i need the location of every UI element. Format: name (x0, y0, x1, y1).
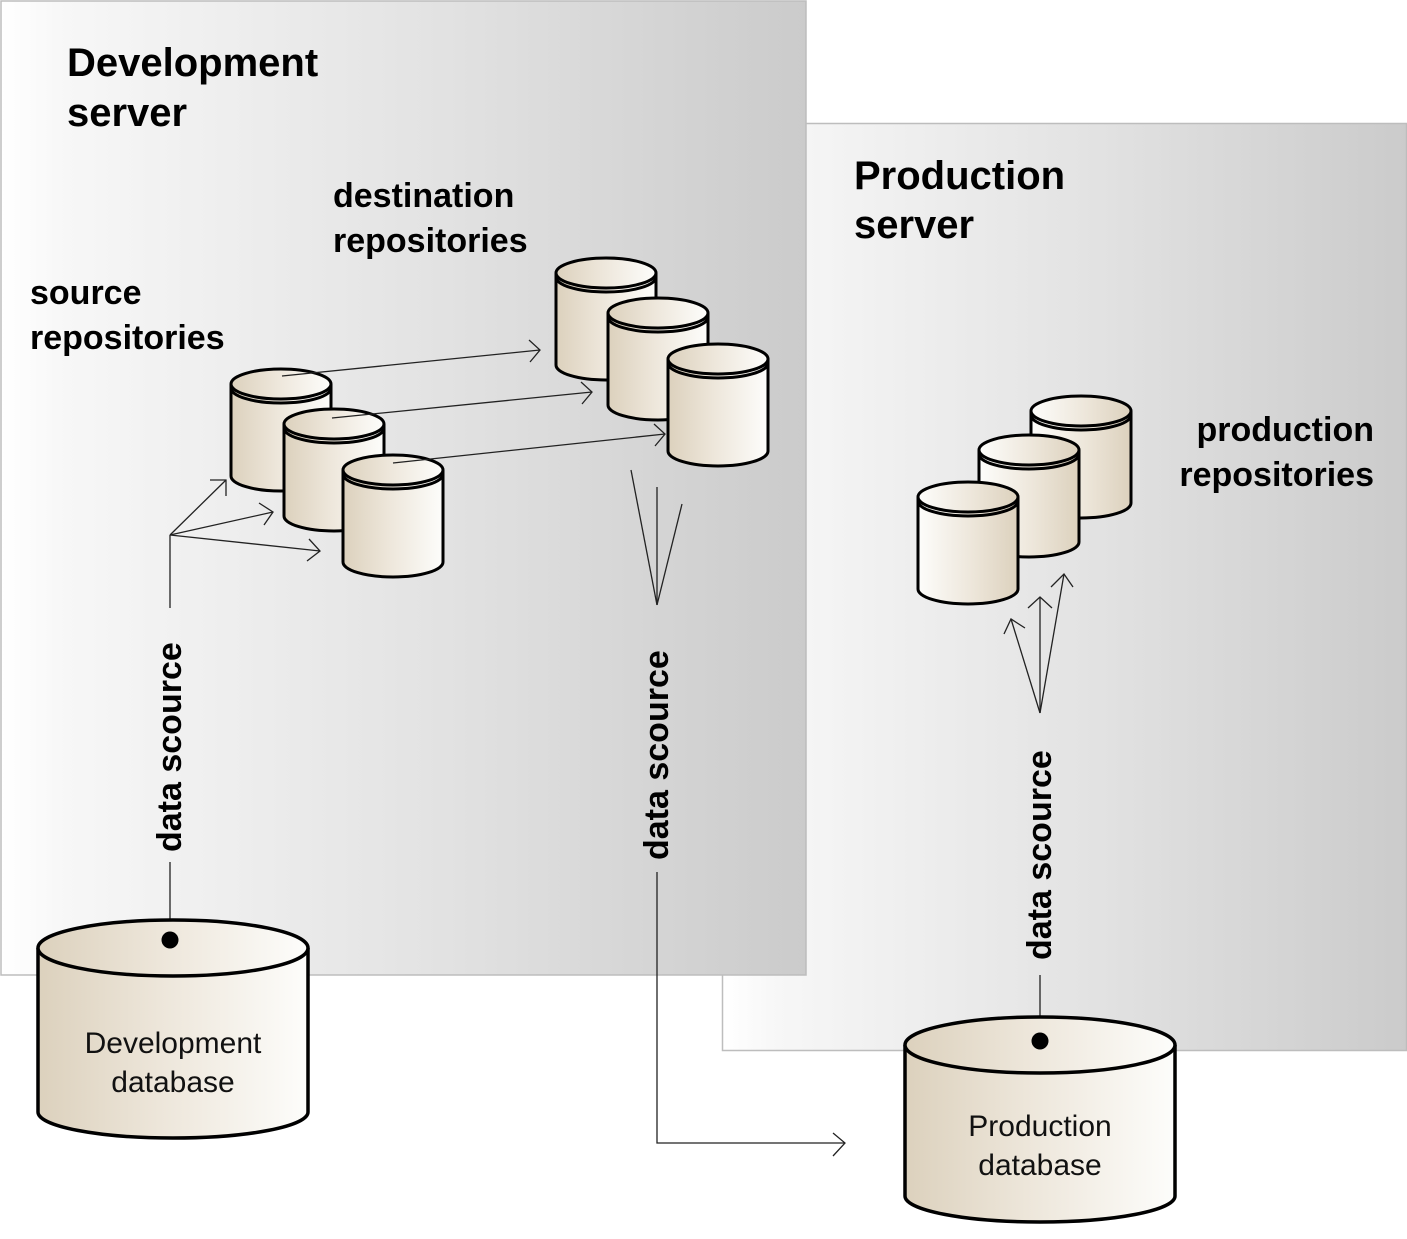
destination-repository-3 (666, 342, 770, 468)
development-database-label-line2: database (111, 1066, 234, 1099)
production-database-label-line1: Production (968, 1110, 1111, 1143)
destination-repositories-label-line1: destination (333, 177, 514, 215)
dev-db-connection-point (161, 931, 179, 949)
prod-db-connection-point (1031, 1032, 1049, 1050)
destination-repositories-label-line2: repositories (333, 222, 528, 260)
replication-arrows (281, 339, 666, 464)
arrow-prod-to-repo2 (1027, 596, 1053, 713)
production-repositories-label-line1: production (1196, 411, 1374, 449)
dev-data-source-connector (169, 479, 321, 940)
dev-data-source-label: data scource (151, 642, 189, 852)
production-database: Production database (903, 1015, 1177, 1224)
arrow-source3-to-dest3 (392, 423, 666, 464)
arrow-dev-to-source2 (169, 502, 274, 536)
arrow-prod-to-repo1 (1003, 618, 1041, 714)
production-repositories-label-line2: repositories (1179, 456, 1374, 494)
production-database-label-line2: database (978, 1149, 1101, 1182)
source-repositories-label-line2: repositories (30, 319, 225, 357)
prod-data-source-label: data scource (1021, 750, 1059, 960)
arrow-dev-to-source3 (169, 534, 321, 562)
production-server-panel (721, 122, 1407, 1052)
development-database-label-line1: Development (85, 1027, 262, 1060)
prod-data-source-connector (1003, 572, 1074, 1040)
destination-repositories (554, 256, 770, 468)
development-server-title-line1: Development (67, 41, 318, 85)
arrow-source2-to-dest2 (331, 381, 593, 419)
dest-data-source-connector (630, 469, 846, 1157)
source-repository-3 (341, 453, 445, 579)
dest-data-source-label: data scource (638, 650, 676, 860)
arrow-prod-to-repo3 (1039, 572, 1074, 714)
production-server-title-line2: server (854, 203, 974, 247)
source-repositories-label-line1: source (30, 274, 142, 312)
development-database: Development database (36, 918, 310, 1140)
development-server-title-line2: server (67, 91, 187, 135)
production-repository-1 (916, 480, 1020, 606)
arrow-dev-to-source1 (169, 479, 227, 536)
production-repositories (916, 394, 1133, 606)
arrow-source1-to-dest1 (281, 339, 541, 377)
production-server-title-line1: Production (854, 154, 1065, 198)
source-repositories (229, 367, 445, 579)
